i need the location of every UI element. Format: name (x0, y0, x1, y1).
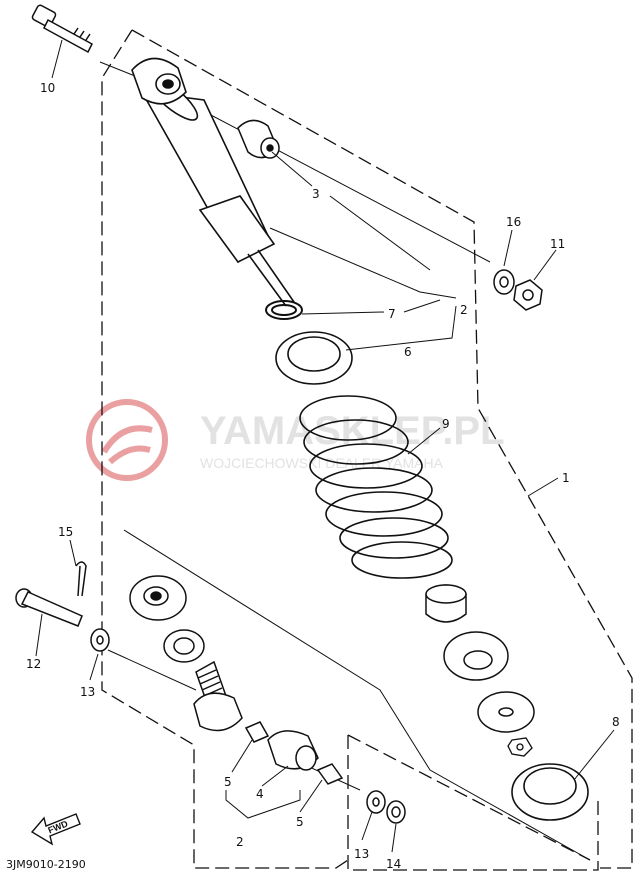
pin-12 (15, 588, 83, 627)
washer-16 (493, 269, 515, 295)
callout-5-right: 5 (296, 815, 304, 829)
collar-5-right (316, 763, 344, 785)
callout-9: 9 (442, 417, 450, 431)
link-ring (163, 629, 205, 663)
callouts: 10 3 16 11 2 7 6 9 1 15 12 13 8 5 4 5 2 … (26, 81, 620, 871)
spring-9 (299, 395, 453, 579)
watermark-brand: YAMASKLEP.PL (200, 409, 505, 453)
circlip-7 (265, 300, 303, 320)
forward-arrow-icon: FWD (30, 813, 81, 846)
callout-5-left: 5 (224, 775, 232, 789)
callout-14: 14 (386, 857, 401, 871)
bushing-3 (237, 119, 280, 159)
watermark-subtitle: WOJCIECHOWSKI DEALER YAMAHA (200, 455, 444, 471)
callout-2-lower: 2 (236, 835, 244, 849)
shock-absorber-2 (131, 57, 295, 307)
watermark-logo (86, 399, 168, 481)
callout-12: 12 (26, 657, 41, 671)
lower-cup (443, 631, 509, 681)
callout-15: 15 (58, 525, 73, 539)
spring-seat-8 (511, 763, 589, 821)
bolt-10 (31, 4, 93, 54)
link-spring-collar (193, 660, 243, 732)
callout-10: 10 (40, 81, 55, 95)
cotter-pin-15 (75, 561, 87, 597)
nut-14 (386, 800, 406, 824)
callout-6: 6 (404, 345, 412, 359)
callout-11: 11 (550, 237, 565, 251)
bearing-4 (267, 730, 319, 771)
callout-3: 3 (312, 187, 320, 201)
callout-4: 4 (256, 787, 264, 801)
watermark: YAMASKLEP.PL WOJCIECHOWSKI DEALER YAMAHA (86, 399, 505, 481)
bump-stop (425, 584, 467, 623)
washer-13-upper (90, 628, 110, 652)
link-bushing-upper (129, 575, 187, 621)
callout-13-upper: 13 (80, 685, 95, 699)
diagram-code: 3JM9010-2190 (6, 858, 86, 871)
leader-lines (35, 39, 615, 853)
collar-5-left (244, 721, 270, 743)
callout-13-lower: 13 (354, 847, 369, 861)
assembly-outline (101, 29, 633, 871)
callout-1: 1 (562, 471, 570, 485)
callout-7: 7 (388, 307, 396, 321)
washer-13-lower (366, 790, 386, 814)
spring-seat-6 (275, 331, 353, 385)
washer-plate (477, 691, 535, 733)
small-nut (507, 737, 533, 757)
nut-11 (513, 279, 543, 311)
callout-8: 8 (612, 715, 620, 729)
callout-2-upper: 2 (460, 303, 468, 317)
callout-16: 16 (506, 215, 521, 229)
